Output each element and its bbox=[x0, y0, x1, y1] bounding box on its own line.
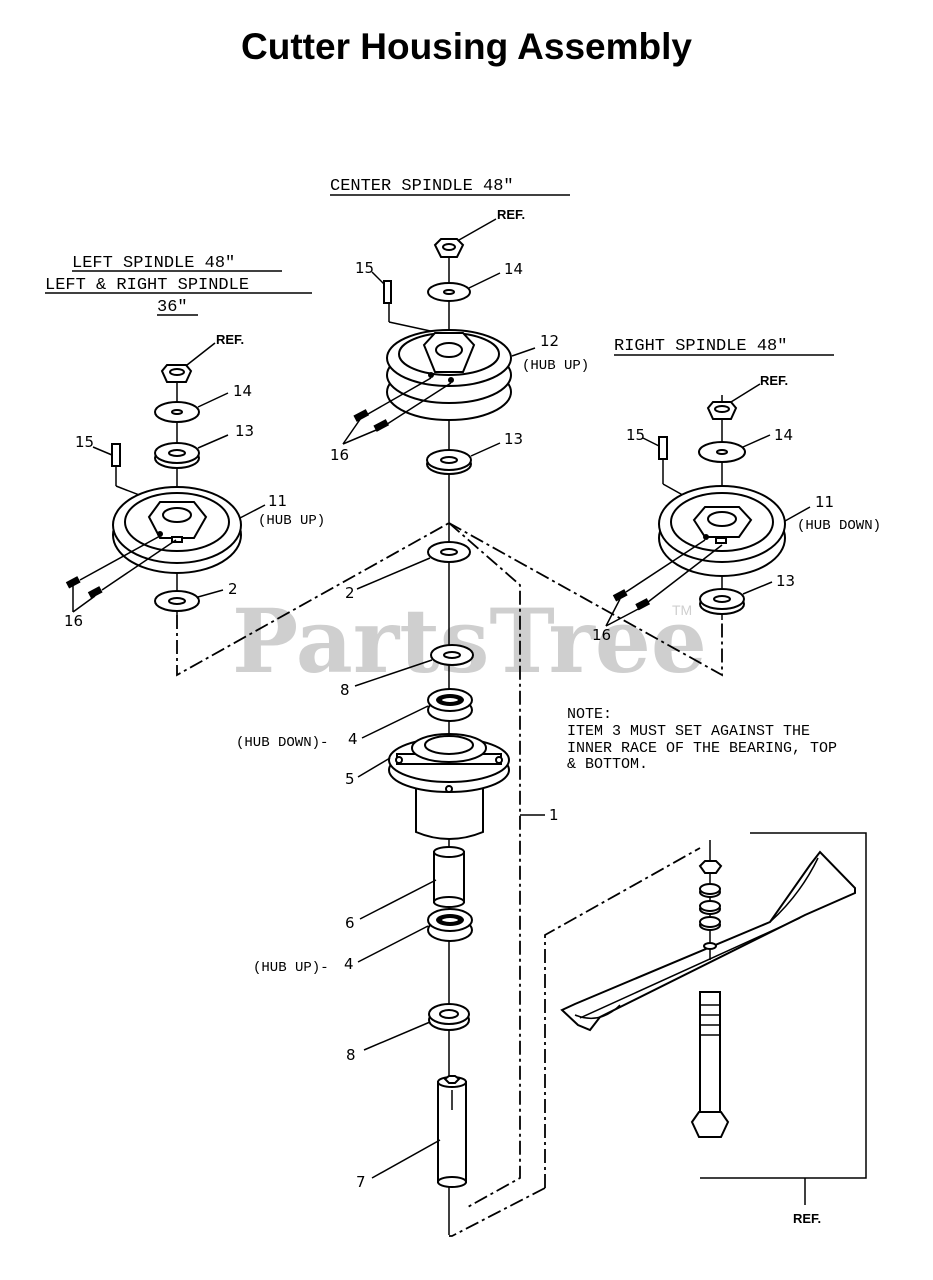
svg-text:(HUB UP): (HUB UP) bbox=[522, 358, 589, 374]
svg-text:(HUB DOWN)-: (HUB DOWN)- bbox=[236, 735, 328, 751]
note-line-3: INNER RACE OF THE BEARING, TOP bbox=[567, 740, 837, 757]
svg-text:15: 15 bbox=[75, 433, 94, 451]
svg-text:16: 16 bbox=[330, 446, 349, 464]
watermark-tm: TM bbox=[672, 602, 692, 618]
svg-text:11: 11 bbox=[815, 493, 834, 511]
spindle-housing-5 bbox=[415, 785, 484, 840]
page-title: Cutter Housing Assembly bbox=[241, 26, 692, 67]
blade-bolt bbox=[699, 991, 721, 1118]
svg-text:5: 5 bbox=[345, 770, 355, 788]
left-key-15 bbox=[111, 443, 121, 467]
heading-center-spindle: CENTER SPINDLE 48" bbox=[330, 177, 514, 196]
svg-text:(HUB UP)-: (HUB UP)- bbox=[253, 960, 329, 976]
svg-text:4: 4 bbox=[348, 730, 358, 748]
svg-text:4: 4 bbox=[344, 955, 354, 973]
svg-text:2: 2 bbox=[345, 584, 355, 602]
note-line-2: ITEM 3 MUST SET AGAINST THE bbox=[567, 723, 810, 740]
svg-text:16: 16 bbox=[592, 626, 611, 644]
svg-text:13: 13 bbox=[776, 572, 795, 590]
center-key-15 bbox=[383, 280, 392, 304]
svg-text:(HUB UP): (HUB UP) bbox=[258, 513, 325, 529]
right-key-15 bbox=[658, 436, 668, 460]
svg-text:8: 8 bbox=[346, 1046, 356, 1064]
heading-right-spindle: RIGHT SPINDLE 48" bbox=[614, 337, 787, 356]
heading-left-spindle-2: LEFT & RIGHT SPINDLE bbox=[45, 276, 249, 295]
note-line-4: & BOTTOM. bbox=[567, 756, 648, 773]
blade-nut bbox=[698, 860, 723, 874]
heading-left-spindle-1: LEFT SPINDLE 48" bbox=[72, 254, 235, 273]
svg-text:8: 8 bbox=[340, 681, 350, 699]
svg-text:14: 14 bbox=[504, 260, 523, 278]
svg-text:REF.: REF. bbox=[216, 332, 244, 347]
blade-ref-label: REF. bbox=[793, 1211, 821, 1226]
svg-text:14: 14 bbox=[774, 426, 793, 444]
svg-text:12: 12 bbox=[540, 332, 559, 350]
svg-text:2: 2 bbox=[228, 580, 238, 598]
blade-bolt-head bbox=[690, 1111, 730, 1138]
svg-text:13: 13 bbox=[235, 422, 254, 440]
svg-text:1: 1 bbox=[549, 806, 559, 824]
cutter-blade bbox=[560, 850, 856, 1032]
svg-text:REF.: REF. bbox=[760, 373, 788, 388]
svg-text:11: 11 bbox=[268, 492, 287, 510]
svg-text:6: 6 bbox=[345, 914, 355, 932]
svg-text:15: 15 bbox=[626, 426, 645, 444]
watermark: PartsTree bbox=[232, 589, 707, 693]
svg-text:14: 14 bbox=[233, 382, 252, 400]
svg-text:7: 7 bbox=[356, 1173, 366, 1191]
note-heading: NOTE: bbox=[567, 706, 612, 723]
svg-text:(HUB DOWN): (HUB DOWN) bbox=[797, 518, 881, 534]
svg-text:16: 16 bbox=[64, 612, 83, 630]
svg-text:13: 13 bbox=[504, 430, 523, 448]
heading-left-spindle-3: 36" bbox=[157, 298, 188, 317]
svg-text:15: 15 bbox=[355, 259, 374, 277]
center-ref-label: REF. bbox=[497, 207, 525, 222]
spacer-tube-6 bbox=[433, 851, 465, 903]
